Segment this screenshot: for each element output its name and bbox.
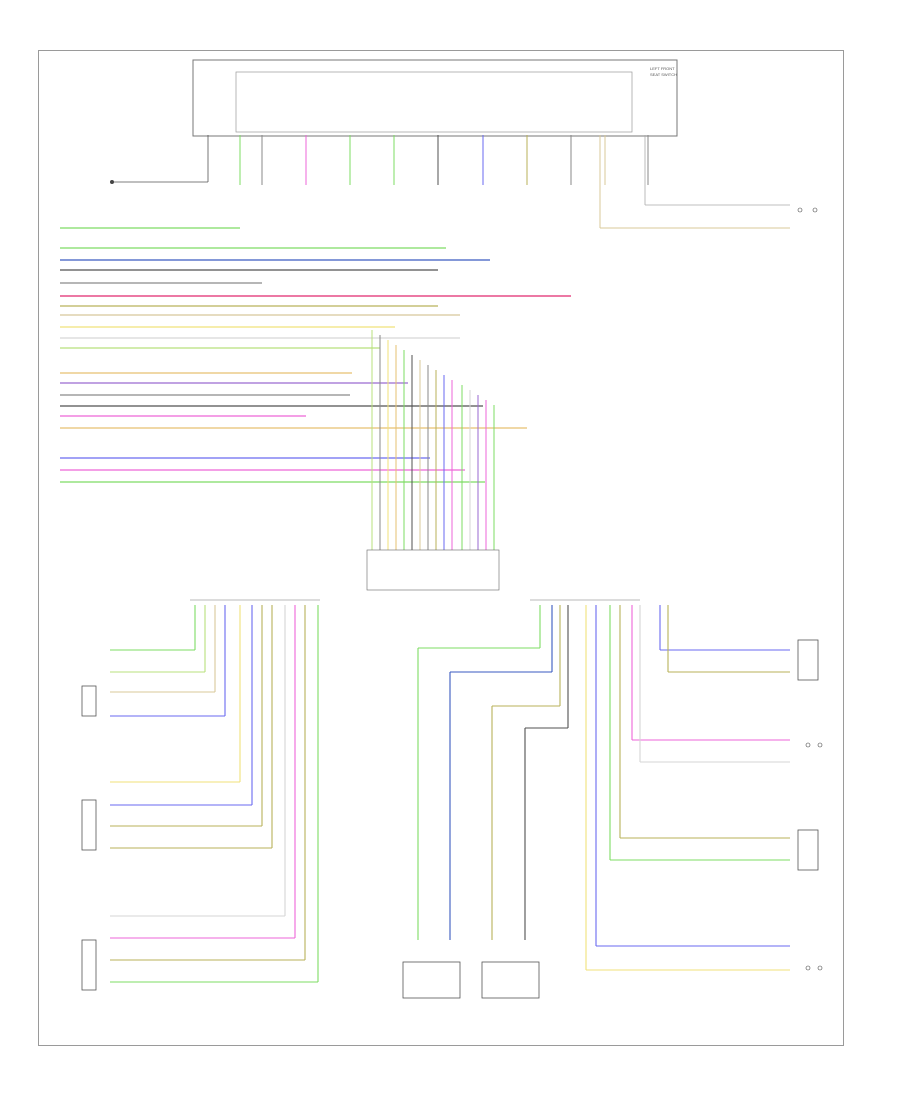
diagram-frame (38, 50, 844, 1046)
left-motors (81, 685, 97, 991)
wire-bundle (60, 135, 790, 983)
ground-symbol (110, 135, 209, 184)
svg-text:LEFT FRONT: LEFT FRONT (650, 66, 675, 71)
switch-right-top (599, 135, 818, 229)
svg-text:SEAT SWITCH: SEAT SWITCH (650, 72, 677, 77)
right-motors (797, 639, 823, 971)
center-connector (366, 549, 500, 591)
bottom-modules (402, 961, 540, 999)
top-switch-module: LEFT FRONT SEAT SWITCH (192, 59, 678, 137)
